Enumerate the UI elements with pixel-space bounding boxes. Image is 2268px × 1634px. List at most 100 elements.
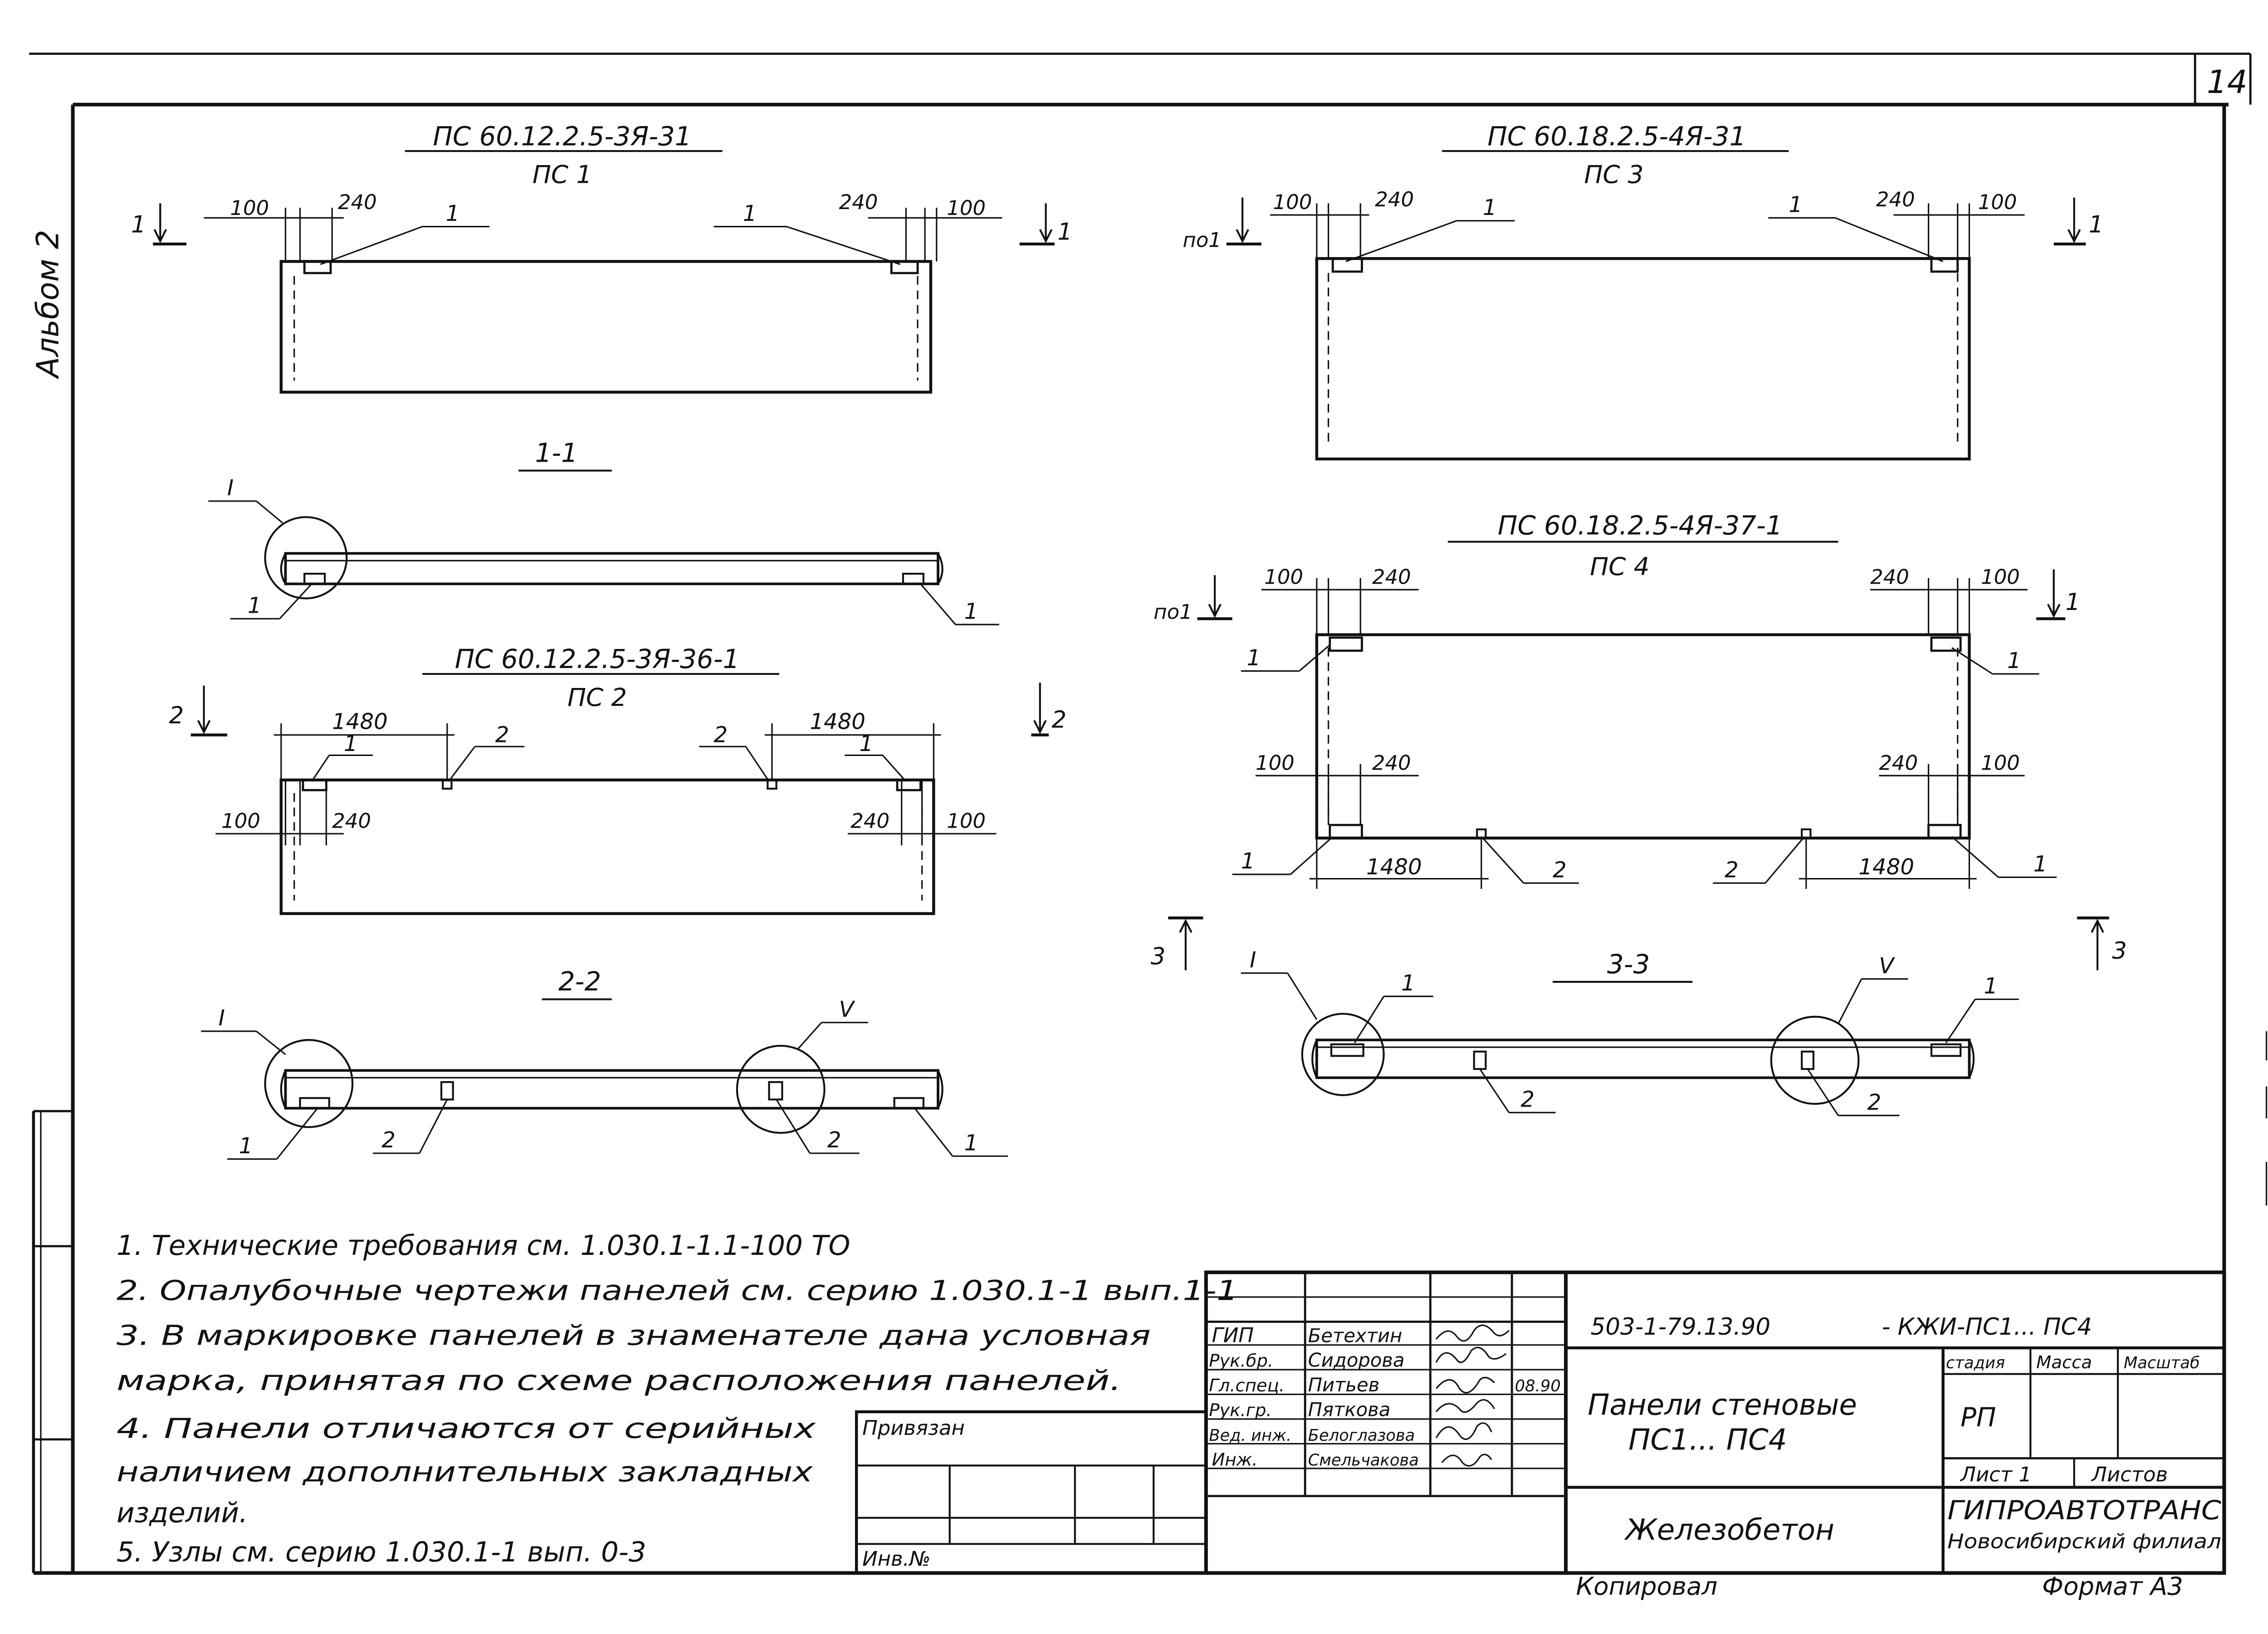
ps1-subtitle: ПС 1: [533, 160, 592, 189]
ps2-leader-2-left: 2: [495, 722, 509, 748]
stamp-sheet-code: - КЖИ-ПС1... ПС4: [1882, 1313, 2092, 1341]
stamp-title-line-1: Панели стеновые: [1588, 1388, 1857, 1422]
stamp-role-ruk-br: Рук.бр.: [1209, 1351, 1273, 1371]
ps2-plan-view: ПС 60.12.2.5-3Я-36-1 ПС 2 1480 1480 100 …: [169, 644, 1066, 915]
ps3-leader-1-left: 1: [1483, 195, 1497, 220]
privyazan-label: Привязан: [862, 1416, 965, 1440]
ps3-section-prefix: по1: [1183, 228, 1221, 252]
privyazan-box: Привязан Инв.№: [855, 1410, 1208, 1575]
ps1-title: ПС 60.12.2.5-3Я-31: [433, 121, 691, 151]
sec33-leader-1-right: 1: [1984, 974, 1998, 999]
embedded-part-1: [1930, 636, 1962, 652]
stamp-doc-code: 503-1-79.13.90: [1591, 1313, 1771, 1341]
sec22-leader-1-left: 1: [239, 1133, 253, 1159]
sec22-node-V: V: [839, 997, 855, 1022]
ps1-section-mark-right: 1: [1057, 219, 1072, 246]
embedded-part-1: [1930, 1043, 1962, 1057]
ps4-plan-view: ПС 60.18.2.5-4Я-37-1 ПС 4 100 240 240 10…: [1154, 510, 2080, 889]
stamp-mass-header: Масса: [2036, 1352, 2092, 1373]
section-3-3: 3 3 3-3 I V 1 1 2 2: [1151, 916, 2127, 1117]
note-5: 5. Узлы см. серию 1.030.1-1 вып. 0-3: [117, 1536, 646, 1568]
ps2-section-mark-left: 2: [169, 702, 184, 729]
note-4: 4. Панели отличаются от серийных: [117, 1413, 816, 1445]
ps3-plan-view: ПС 60.18.2.5-4Я-31 ПС 3 100 240 240 100 …: [1183, 121, 2104, 461]
section-2-2: 2-2 I V 1 2 2 1: [201, 966, 1008, 1160]
ps4-dim-1480-left: 1480: [1366, 854, 1422, 880]
embedded-part-2: [1801, 1050, 1814, 1070]
node-callout-circle: [1301, 1013, 1385, 1096]
page-number: 14: [2207, 63, 2248, 101]
embedded-part-1: [303, 260, 332, 274]
inv-number-label: Инв.№: [862, 1547, 930, 1571]
stamp-role-gl-spec: Гл.спец.: [1209, 1375, 1285, 1396]
ps2-dim-240-right: 240: [850, 809, 890, 833]
album-label: Альбом 2: [29, 230, 65, 380]
stamp-stage: РП: [1960, 1402, 1996, 1433]
note-3: 3. В маркировке панелей в знаменателе да…: [117, 1320, 1151, 1352]
title-block: ГИП Рук.бр. Гл.спец. Рук.гр. Вед. инж. И…: [1204, 1270, 2226, 1601]
embedded-part-1: [1330, 1043, 1364, 1057]
stamp-sheet-label: Лист 1: [1960, 1463, 2032, 1487]
embedded-part-1: [1927, 824, 1962, 839]
ps2-dim-100-left: 100: [221, 809, 260, 833]
ps4-dim-1480-right: 1480: [1858, 854, 1914, 880]
ps3-section-mark-right: 1: [2089, 211, 2104, 238]
ps3-dim-100-left: 100: [1273, 190, 1312, 214]
stamp-role-ved-inzh: Вед. инж.: [1209, 1426, 1291, 1445]
ps2-dim-1480-right: 1480: [810, 709, 865, 735]
ps3-dim-240-left: 240: [1375, 187, 1414, 211]
ps2-section-mark-right: 2: [1051, 707, 1066, 734]
ps2-dim-100-right: 100: [947, 809, 986, 833]
sec22-leader-2-left: 2: [381, 1127, 396, 1153]
stamp-name-pitev: Питьев: [1308, 1374, 1380, 1396]
copied-by-label: Копировал: [1576, 1572, 1717, 1601]
stamp-name-betekhtin: Бетехтин: [1308, 1324, 1403, 1346]
ps4-section-prefix: по1: [1154, 600, 1192, 624]
ps1-leader-1-right: 1: [743, 201, 757, 226]
ps3-dim-240-right: 240: [1876, 187, 1915, 211]
embedded-part-1: [1930, 257, 1959, 273]
ps4-dim-top-100-left: 100: [1264, 565, 1303, 589]
sec33-node-I: I: [1250, 947, 1256, 973]
node-callout-circle: [264, 516, 348, 600]
embedded-part-1: [902, 572, 924, 585]
node-callout-circle: [736, 1044, 826, 1134]
node-callout-circle: [1770, 1015, 1860, 1105]
ps3-dim-100-right: 100: [1978, 190, 2017, 214]
ps1-dim-100-right: 100: [947, 196, 986, 220]
ps3-leader-1-right: 1: [1789, 192, 1803, 218]
format-label: Формат А3: [2042, 1572, 2183, 1601]
note-1: 1. Технические требования см. 1.030.1-1.…: [117, 1229, 850, 1262]
ps4-dim-top-240-left: 240: [1372, 565, 1411, 589]
node-callout-circle: [264, 1039, 354, 1128]
ps1-plan-view: ПС 60.12.2.5-3Я-31 ПС 1 100 240 240 100 …: [131, 121, 1072, 394]
ps3-subtitle: ПС 3: [1584, 160, 1643, 189]
stamp-stage-header: стадия: [1946, 1354, 2005, 1372]
ps4-dim-mid-240-left: 240: [1372, 751, 1411, 775]
stamp-name-pyatkova: Пяткова: [1308, 1399, 1391, 1421]
ps4-subtitle: ПС 4: [1590, 552, 1649, 581]
sec11-leader-1-left: 1: [248, 593, 262, 619]
sec33-title: 3-3: [1607, 949, 1650, 980]
ps4-title: ПС 60.18.2.5-4Я-37-1: [1498, 510, 1783, 541]
sec22-leader-2-right: 2: [827, 1127, 841, 1153]
stamp-scale-header: Масштаб: [2124, 1354, 2200, 1372]
sec22-node-I: I: [219, 1005, 225, 1031]
sec33-leader-1-left: 1: [1401, 971, 1415, 996]
embedded-part-1: [1331, 257, 1363, 273]
stamp-date: 08.90: [1515, 1377, 1561, 1395]
note-3-cont: марка, принятая по схеме расположения па…: [117, 1365, 1122, 1397]
ps4-dim-mid-100-left: 100: [1256, 751, 1295, 775]
stamp-role-inzh: Инж.: [1212, 1450, 1258, 1470]
sec33-section-mark-right: 3: [2112, 937, 2127, 965]
sec33-leader-2-left: 2: [1520, 1087, 1535, 1112]
stamp-name-sidorova: Сидорова: [1308, 1349, 1405, 1371]
ps4-dim-top-100-right: 100: [1981, 565, 2020, 589]
embedded-part-1: [890, 260, 919, 274]
ps4-leader-1-top-right: 1: [2007, 648, 2021, 673]
ps2-leader-2-right: 2: [714, 722, 728, 748]
signature-scribbles: [1435, 1324, 1510, 1467]
ps2-leader-1-right: 1: [860, 731, 874, 756]
ps4-leader-1-bottom-left: 1: [1241, 849, 1255, 874]
